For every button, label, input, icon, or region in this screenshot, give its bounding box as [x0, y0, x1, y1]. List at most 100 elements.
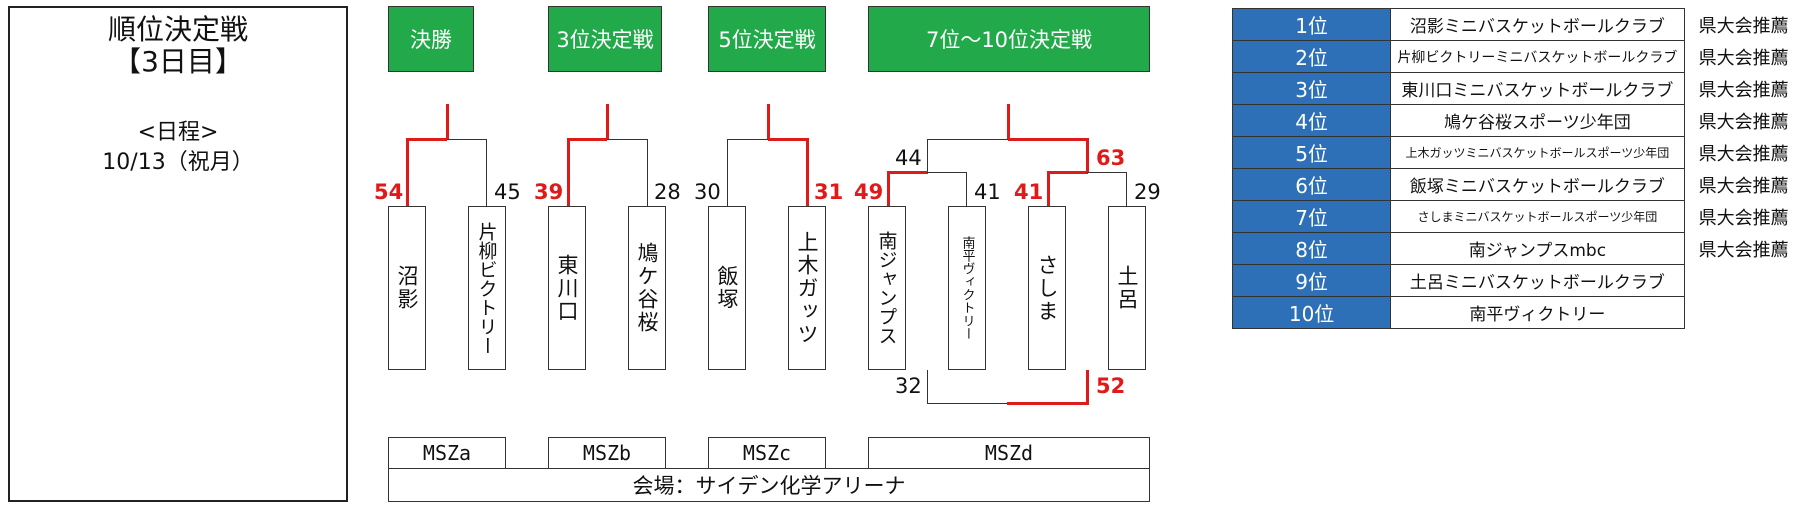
score: 28 — [654, 180, 681, 204]
rank-note — [1684, 265, 1818, 297]
rank-note: 県大会推薦 — [1698, 143, 1789, 165]
score: 29 — [1134, 180, 1161, 204]
rank-team: 片柳ビクトリーミニバスケットボールクラブ — [1390, 40, 1685, 73]
bracket-b-right-top — [607, 139, 648, 140]
rank-note: 県大会推薦 — [1698, 15, 1789, 37]
score: 45 — [494, 180, 521, 204]
score: 32 — [895, 374, 922, 398]
team-name: 上木ガッツ — [795, 230, 819, 346]
bracket-b-stem — [606, 104, 609, 140]
score: 39 — [534, 180, 564, 204]
rank-team: 土呂ミニバスケットボールクラブ — [1390, 264, 1685, 297]
rank-position: 4位 — [1231, 104, 1392, 137]
team-box: 沼影 — [388, 206, 426, 370]
table-row: 10位南平ヴィクトリー — [1231, 296, 1819, 329]
bracket-d-semi2-right-drop — [1126, 172, 1127, 206]
rank-team: 南平ヴィクトリー — [1390, 296, 1685, 329]
final-header: 決勝 — [388, 6, 474, 72]
bracket-d-semi1-left-drop — [887, 171, 890, 206]
team-name: 東川口 — [555, 253, 579, 323]
rank-position: 8位 — [1231, 232, 1392, 265]
rank-position: 10位 — [1231, 296, 1392, 329]
bracket-d-stem — [1007, 104, 1010, 140]
venue-label: 会場：サイデン化学アリーナ — [388, 468, 1150, 502]
bracket-d-top-left — [927, 139, 1008, 140]
team-box: 飯塚 — [708, 206, 746, 370]
bracket-b-left-top — [567, 138, 607, 141]
bracket-d-left-stem — [927, 139, 928, 173]
team-name: 南ジャンプス — [875, 231, 898, 345]
score: 44 — [895, 146, 922, 170]
score: 41 — [1014, 180, 1044, 204]
rank-position: 9位 — [1231, 264, 1392, 297]
rank-team: 飯塚ミニバスケットボールクラブ — [1390, 168, 1685, 201]
score: 49 — [854, 180, 884, 204]
rank-note: 県大会推薦 — [1698, 79, 1789, 101]
court-label: MSZa — [388, 437, 506, 469]
team-name: さしま — [1035, 253, 1059, 323]
team-name: 片柳ビクトリー — [475, 221, 498, 355]
bracket-c-right-drop — [806, 138, 809, 206]
bracket-d-top-right — [1008, 138, 1089, 141]
team-box: さしま — [1028, 206, 1066, 370]
ranking-table: 1位沼影ミニバスケットボールクラブ県大会推薦 2位片柳ビクトリーミニバスケットボ… — [1231, 8, 1819, 329]
table-row: 6位飯塚ミニバスケットボールクラブ県大会推薦 — [1231, 168, 1819, 201]
score: 30 — [694, 180, 721, 204]
court-label: MSZb — [548, 437, 666, 469]
table-row: 1位沼影ミニバスケットボールクラブ県大会推薦 — [1231, 8, 1819, 41]
bracket-d-semi1-left — [887, 171, 928, 174]
rank-position: 1位 — [1231, 8, 1392, 41]
table-row: 4位鳩ケ谷桜スポーツ少年団県大会推薦 — [1231, 104, 1819, 137]
rank-team: 沼影ミニバスケットボールクラブ — [1390, 8, 1685, 41]
team-name: 鳩ケ谷桜 — [635, 242, 659, 334]
bracket-d-lower-right-drop — [1086, 370, 1089, 405]
table-row: 2位片柳ビクトリーミニバスケットボールクラブ県大会推薦 — [1231, 40, 1819, 73]
rank-team: 鳩ケ谷桜スポーツ少年団 — [1390, 104, 1685, 137]
info-title: 順位決定戦 — [107, 13, 248, 46]
team-box: 鳩ケ谷桜 — [628, 206, 666, 370]
third-place-header: 3位決定戦 — [548, 6, 662, 72]
schedule-info-box: 順位決定戦 【3日目】 <日程> 10/13（祝月） — [8, 6, 348, 502]
rank-note: 県大会推薦 — [1698, 175, 1789, 197]
team-box: 片柳ビクトリー — [468, 206, 506, 370]
rank-note — [1684, 297, 1818, 329]
info-subtitle: 【3日目】 — [113, 45, 243, 78]
table-row: 5位上木ガッツミニバスケットボールスポーツ少年団県大会推薦 — [1231, 136, 1819, 169]
score: 63 — [1096, 146, 1126, 170]
rank-team: 東川口ミニバスケットボールクラブ — [1390, 72, 1685, 105]
table-row: 3位東川口ミニバスケットボールクラブ県大会推薦 — [1231, 72, 1819, 105]
schedule-date: 10/13（祝月） — [102, 150, 254, 175]
bracket-d-semi1-right — [927, 172, 967, 173]
bracket-d-semi1-right-drop — [966, 172, 967, 206]
bracket-a-right-drop — [486, 139, 487, 206]
rank-note: 県大会推薦 — [1698, 207, 1789, 229]
fifth-place-header: 5位決定戦 — [708, 6, 826, 72]
bracket-d-right-stem — [1086, 138, 1089, 173]
team-name: 土呂 — [1115, 265, 1139, 311]
bracket-d-semi2-left — [1047, 171, 1088, 174]
score: 41 — [974, 180, 1001, 204]
rank-position: 3位 — [1231, 72, 1392, 105]
seventh-to-tenth-header: 7位～10位決定戦 — [868, 6, 1150, 72]
bracket-c-right-top — [768, 138, 809, 141]
rank-note: 県大会推薦 — [1698, 111, 1789, 133]
team-box: 上木ガッツ — [788, 206, 826, 370]
bracket-d-lower-right — [1007, 402, 1088, 405]
team-name: 南平ヴィクトリー — [959, 236, 975, 340]
bracket-d-lower-left-drop — [927, 370, 928, 404]
rank-position: 7位 — [1231, 200, 1392, 233]
table-row: 9位土呂ミニバスケットボールクラブ — [1231, 264, 1819, 297]
team-box: 東川口 — [548, 206, 586, 370]
team-box: 南ジャンプス — [868, 206, 906, 370]
team-box: 南平ヴィクトリー — [948, 206, 986, 370]
rank-team: 上木ガッツミニバスケットボールスポーツ少年団 — [1390, 136, 1685, 169]
rank-team: 南ジャンプスmbc — [1390, 232, 1685, 265]
bracket-a-right-top — [447, 139, 487, 140]
bracket-d-semi2-left-drop — [1047, 171, 1050, 206]
court-label: MSZc — [708, 437, 826, 469]
score: 31 — [814, 180, 844, 204]
bracket-a-stem — [446, 104, 449, 140]
team-name: 沼影 — [395, 265, 419, 311]
team-name: 飯塚 — [715, 265, 739, 311]
